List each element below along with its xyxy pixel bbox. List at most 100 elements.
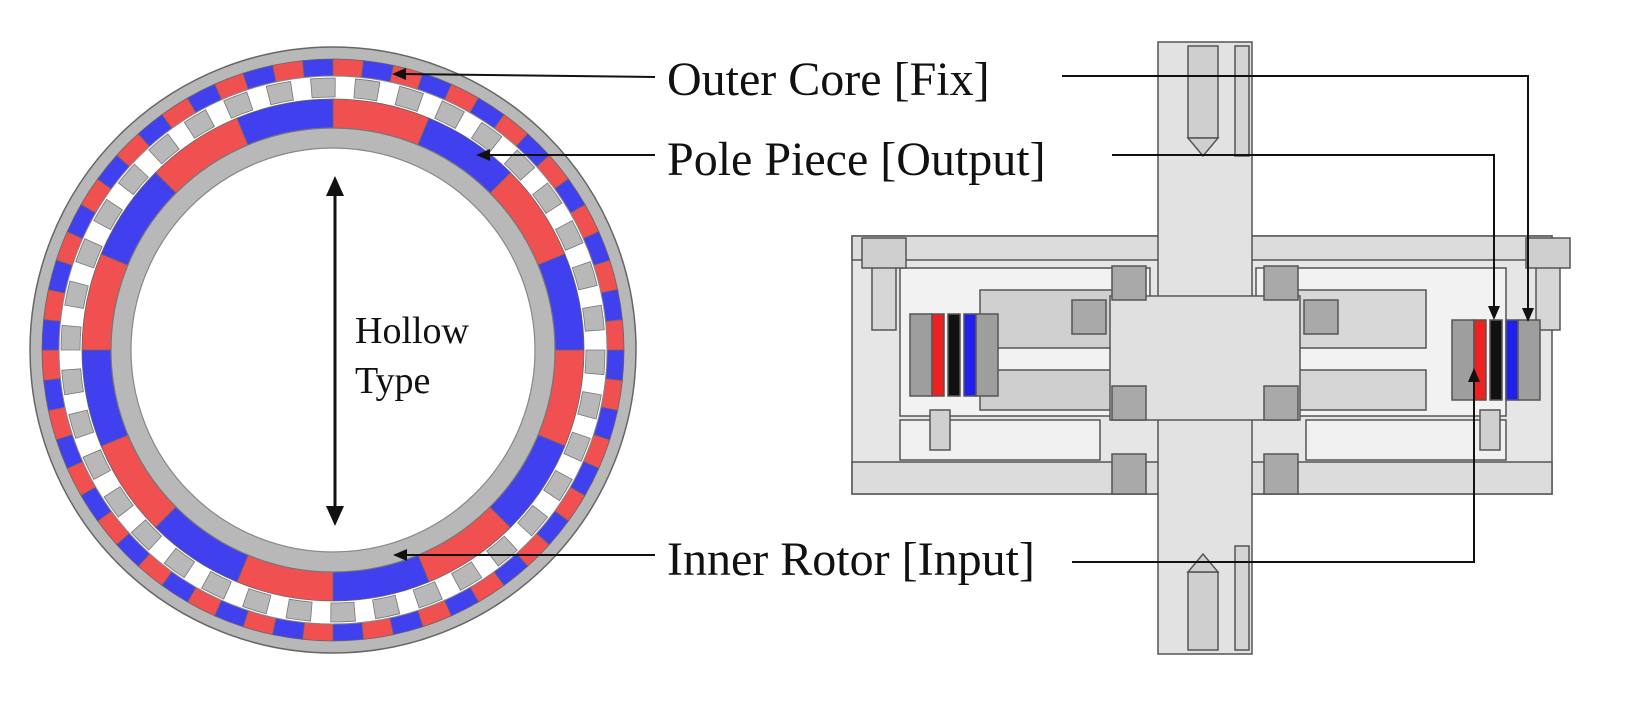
pole-piece-segment bbox=[103, 486, 134, 518]
right-magnet-stack bbox=[1451, 319, 1541, 401]
hollow-diameter-arrow bbox=[326, 176, 344, 526]
axial-section-view bbox=[851, 41, 1571, 655]
bearings bbox=[1071, 265, 1339, 495]
outer-magnet-ring bbox=[41, 58, 625, 642]
pole-piece-segment bbox=[394, 85, 424, 112]
hollow-label-line2: Type bbox=[355, 360, 430, 402]
right-red-magnet bbox=[1473, 319, 1487, 401]
pole-piece-segment bbox=[163, 547, 196, 579]
leader-pole-piece-right bbox=[1112, 154, 1495, 310]
leader-arrowheads bbox=[392, 68, 1534, 561]
bearing bbox=[1111, 265, 1147, 301]
outer-magnet-segment bbox=[332, 622, 364, 642]
shaft-tap-top-tip bbox=[1186, 137, 1220, 158]
leader-inner-rotor-right bbox=[1072, 378, 1475, 563]
pole-piece-segment bbox=[130, 519, 163, 551]
pole-piece-segment bbox=[60, 324, 82, 351]
shaft-keyway-bottom bbox=[1234, 545, 1250, 651]
shaft-tap-bottom bbox=[1187, 571, 1219, 651]
hollow-bore bbox=[130, 147, 536, 553]
pole-piece-segment bbox=[310, 77, 336, 99]
bolt-right-head bbox=[1525, 237, 1571, 269]
pole-piece-segment bbox=[93, 198, 123, 231]
pole-piece-segment bbox=[372, 594, 401, 620]
pole-piece-segment bbox=[532, 182, 563, 214]
left-red-magnet bbox=[931, 313, 945, 397]
shaft-tap-top bbox=[1187, 45, 1219, 139]
pole-piece-segment bbox=[285, 598, 313, 622]
arrowhead bbox=[1522, 308, 1534, 322]
pole-piece-segment bbox=[412, 581, 443, 609]
leader-lines bbox=[401, 73, 1529, 563]
pole-piece-segment bbox=[75, 238, 103, 269]
arrowhead bbox=[392, 68, 406, 80]
outer-magnet-segment bbox=[302, 58, 334, 78]
pole-piece-segment bbox=[82, 449, 112, 481]
pole-piece-segment bbox=[582, 304, 605, 332]
pole-piece-segment bbox=[517, 504, 549, 537]
pole-piece-segment bbox=[68, 409, 95, 439]
pole-piece-segment bbox=[451, 561, 483, 591]
bearing bbox=[1111, 453, 1147, 495]
left-magnet-stack bbox=[909, 313, 999, 397]
pole-piece-ring bbox=[60, 77, 606, 623]
pole-piece-segment bbox=[470, 121, 503, 153]
left-back-iron bbox=[975, 313, 999, 397]
pole-piece-segment bbox=[64, 280, 89, 309]
pole-piece-segment bbox=[543, 469, 573, 502]
outer-magnet-segment bbox=[41, 349, 61, 381]
pole-piece-segment bbox=[265, 80, 294, 106]
lower-cavity-right bbox=[1305, 419, 1507, 461]
bearing bbox=[1303, 299, 1339, 335]
arrowhead bbox=[393, 549, 407, 561]
label-pole-piece: Pole Piece [Output] bbox=[667, 133, 1046, 186]
bearing bbox=[1111, 385, 1147, 421]
outer-magnet-segment bbox=[332, 58, 364, 78]
bearing bbox=[1263, 385, 1299, 421]
bearing bbox=[1263, 453, 1299, 495]
left-blue-magnet bbox=[963, 313, 977, 397]
pole-piece-segment bbox=[554, 219, 584, 251]
right-back-iron bbox=[1451, 319, 1475, 401]
right-outer-core-slab bbox=[1517, 319, 1541, 401]
pole-piece-segment bbox=[434, 100, 465, 130]
outer-magnet-segment bbox=[605, 349, 625, 381]
ring-cross-section: Hollow Type bbox=[29, 46, 637, 654]
arrowhead bbox=[476, 149, 490, 161]
pole-piece-segment bbox=[563, 431, 591, 462]
pole-piece-segment bbox=[353, 78, 381, 102]
pole-piece-segment bbox=[571, 261, 598, 291]
left-outer-core-slab bbox=[909, 313, 933, 397]
arrowhead bbox=[1488, 306, 1500, 320]
right-pole-piece bbox=[1489, 319, 1503, 401]
left-pole-piece bbox=[947, 313, 961, 397]
pole-piece-segment bbox=[577, 391, 602, 420]
pole-piece-segment bbox=[201, 570, 232, 600]
pole-piece-segment bbox=[242, 588, 272, 615]
pole-piece-segment bbox=[117, 163, 149, 196]
pole-piece-segment bbox=[584, 349, 606, 376]
right-blue-magnet bbox=[1505, 319, 1519, 401]
pole-piece-segment bbox=[61, 368, 84, 396]
outer-magnet-segment bbox=[605, 319, 625, 351]
outer-magnet-segment bbox=[41, 319, 61, 351]
pole-piece-segment bbox=[330, 601, 356, 623]
hollow-label-line1: Hollow bbox=[355, 310, 470, 352]
bearing bbox=[1071, 299, 1107, 335]
leader-outer-core-left bbox=[401, 73, 656, 78]
pole-piece-segment bbox=[183, 109, 215, 139]
leader-outer-core-right bbox=[1062, 75, 1529, 312]
screw-left-lower bbox=[929, 409, 951, 451]
shaft-keyway-top bbox=[1234, 45, 1250, 157]
outer-magnet-segment bbox=[302, 622, 334, 642]
label-outer-core: Outer Core [Fix] bbox=[667, 53, 990, 106]
label-inner-rotor: Inner Rotor [Input] bbox=[667, 533, 1035, 586]
pole-piece-segment bbox=[223, 91, 254, 119]
screw-right-lower bbox=[1479, 409, 1501, 451]
pole-piece-segment bbox=[148, 133, 180, 165]
bearing bbox=[1263, 265, 1299, 301]
arrowhead bbox=[1468, 368, 1480, 382]
inner-rotor-magnet-ring bbox=[81, 98, 585, 602]
bolt-left-head bbox=[861, 237, 907, 269]
